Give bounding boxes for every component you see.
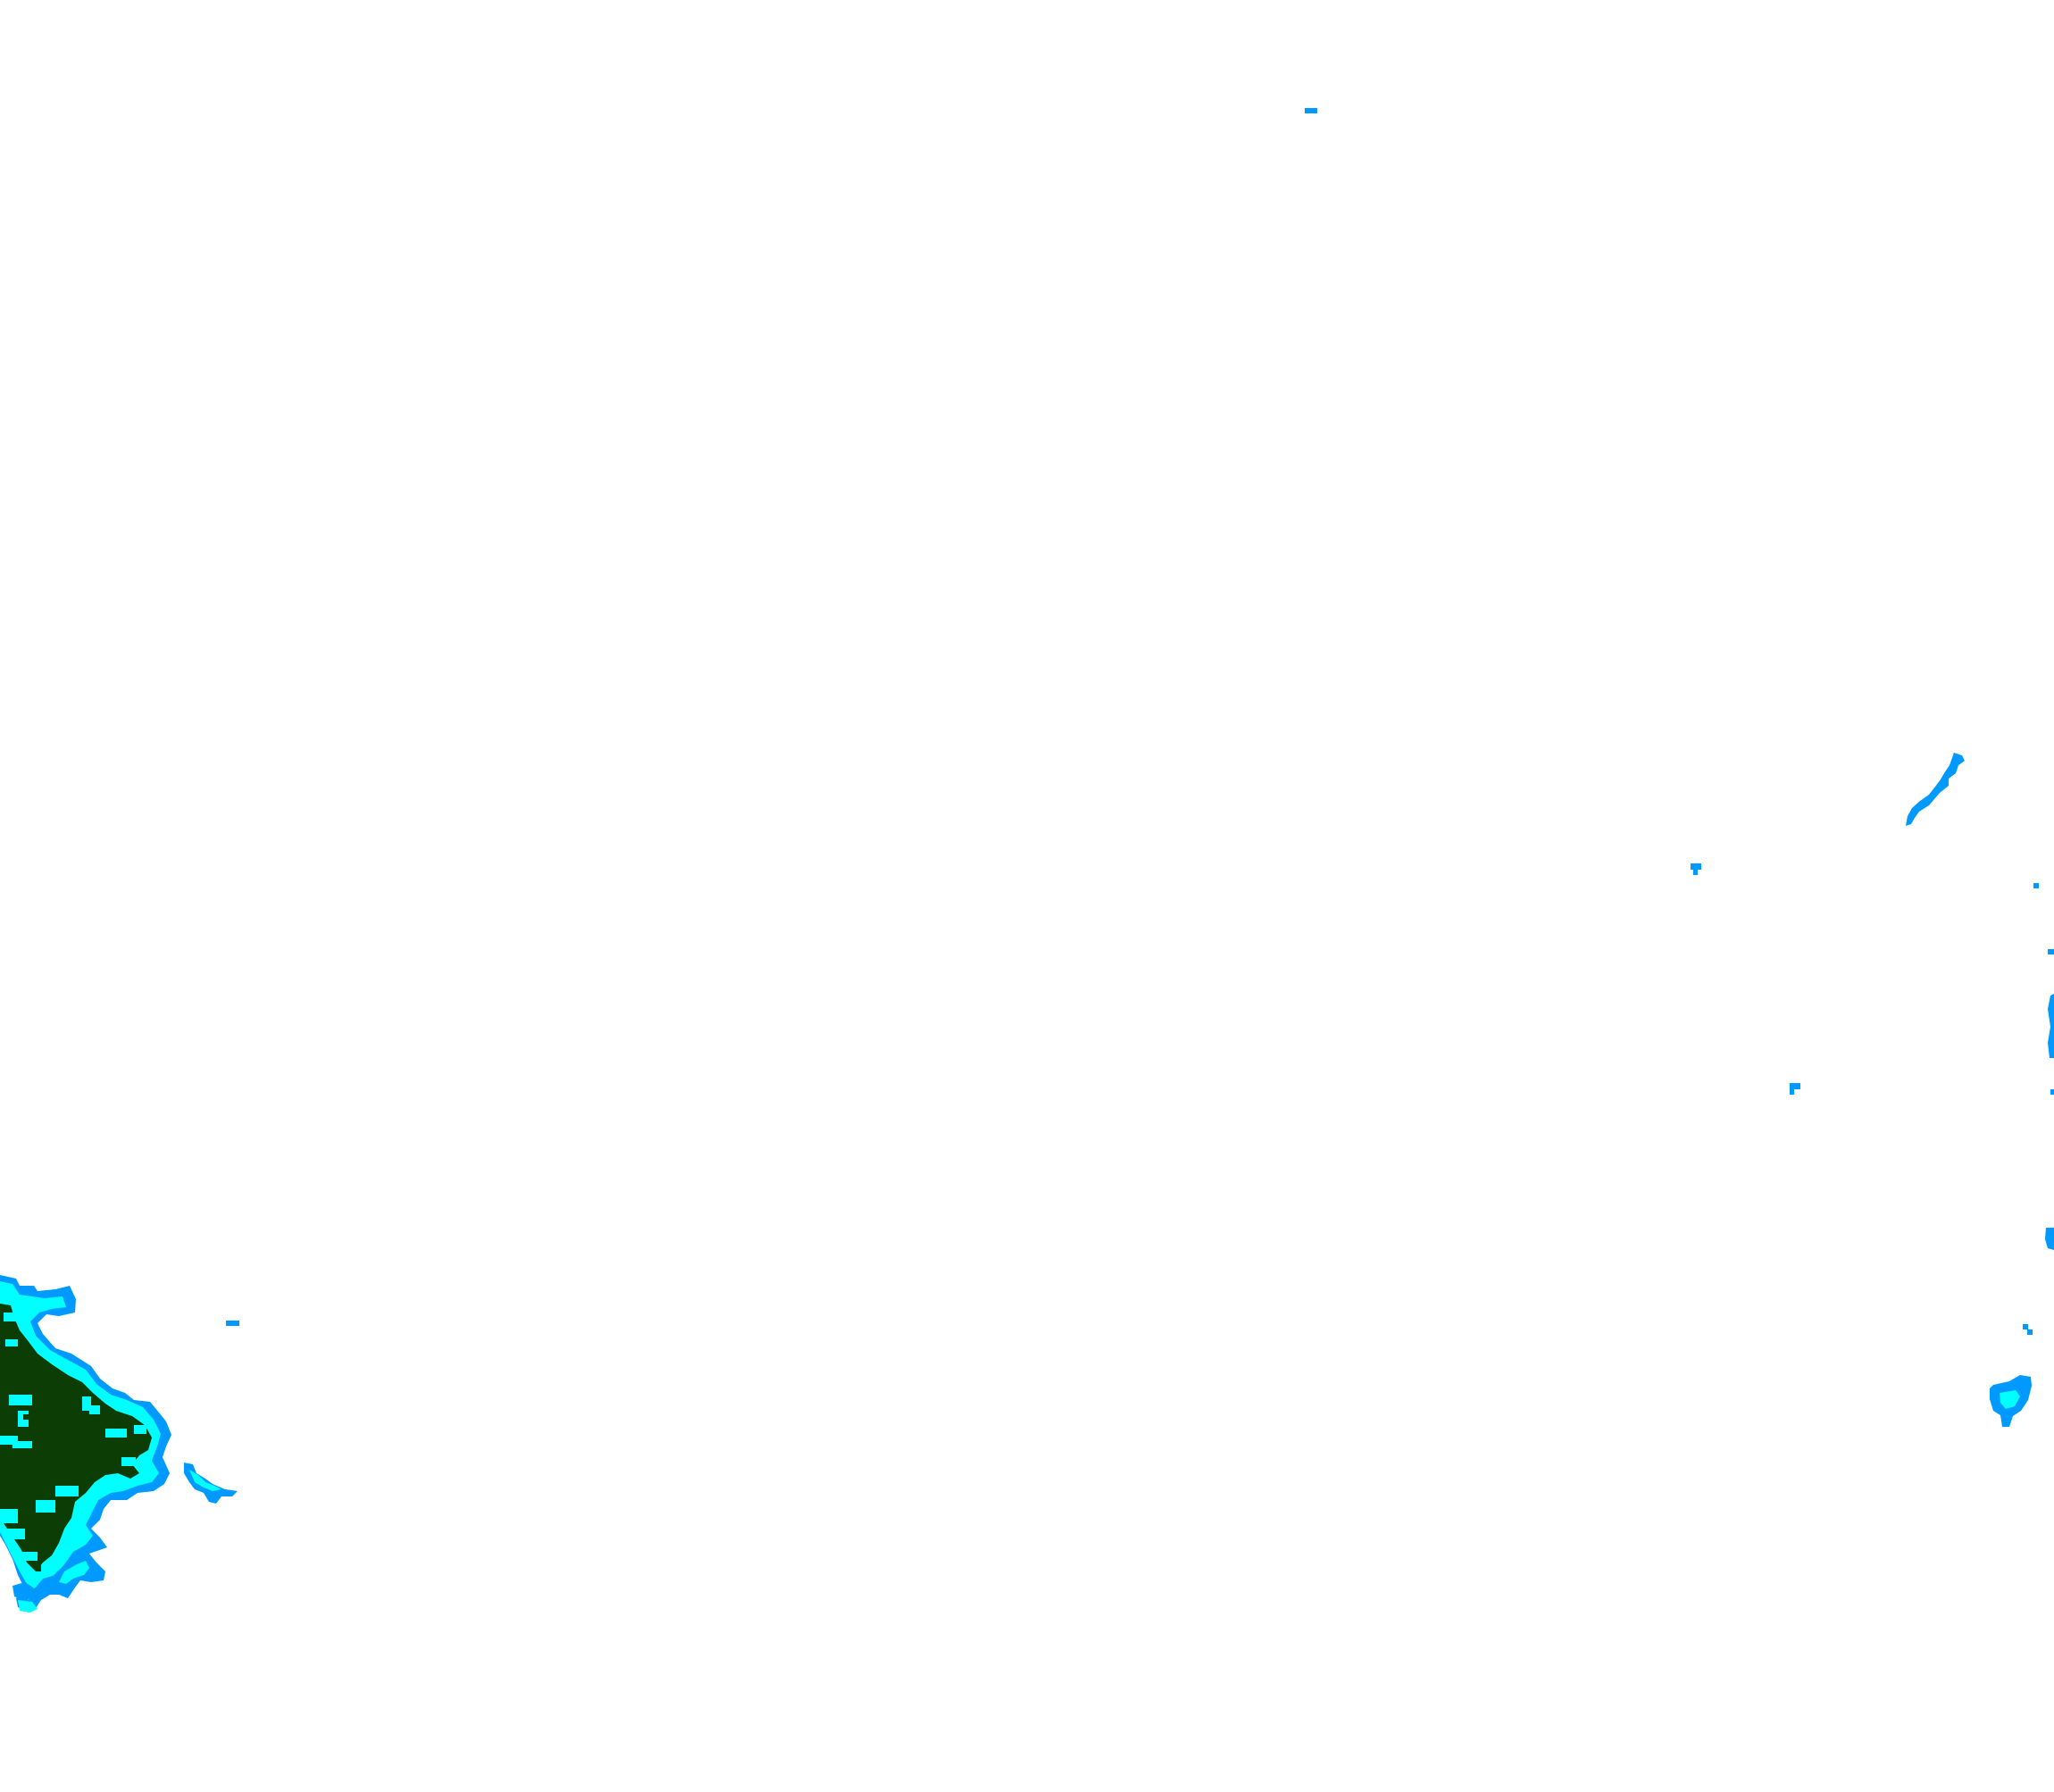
- echo-fragment: [2033, 883, 2039, 888]
- echo-fragment: [1691, 863, 1701, 870]
- echo-cyan-spot: [13, 1441, 32, 1448]
- echo-fragment: [2048, 949, 2054, 954]
- echo-fragment: [59, 1561, 89, 1584]
- echo-fragment: [226, 1321, 239, 1326]
- echo-cyan-spot: [82, 1396, 91, 1411]
- echo-cyan-spot: [4, 1313, 18, 1321]
- echo-cyan-spot: [121, 1457, 136, 1466]
- echo-fragment: [18, 1600, 38, 1613]
- echo-cluster-bottom-left: [0, 1275, 238, 1613]
- echo-fragment: [184, 1463, 238, 1504]
- echo-cyan-spot: [5, 1339, 18, 1346]
- echo-cyan-spot: [9, 1395, 32, 1405]
- echo-fragment: [1693, 870, 1698, 875]
- echo-fragment: [2045, 1228, 2054, 1250]
- echo-fragment: [2048, 994, 2054, 1058]
- echo-fragment: [2023, 1324, 2028, 1329]
- echo-small-top: [1305, 108, 1317, 113]
- echo-dark-spot: [23, 1414, 29, 1420]
- echo-cyan-spot: [105, 1429, 127, 1438]
- echo-fragment: [2050, 1089, 2054, 1095]
- echo-fragment: [189, 1470, 221, 1491]
- echo-cyan-spot: [5, 1529, 25, 1539]
- echo-cyan-spot: [134, 1425, 146, 1434]
- echo-fragment: [13, 1582, 36, 1600]
- echo-cyan-spot: [0, 1436, 18, 1445]
- echo-cyan-spot: [0, 1509, 18, 1523]
- echo-fragment: [1790, 1083, 1800, 1089]
- echo-dark-spot: [48, 1530, 54, 1538]
- echo-cyan-spot: [36, 1500, 55, 1513]
- echo-band-right: [1691, 753, 2054, 1427]
- echo-small-left: [226, 1321, 239, 1326]
- echo-fragment: [1305, 108, 1317, 113]
- echo-dark-spot: [36, 1564, 41, 1571]
- echo-cyan-spot: [89, 1405, 100, 1414]
- echo-fragment: [2000, 1390, 2020, 1409]
- echo-cyan-spot: [55, 1486, 79, 1496]
- echo-fragment: [1790, 1089, 1794, 1095]
- echo-fragment: [2027, 1329, 2033, 1335]
- echo-cyan-spot: [21, 1552, 38, 1561]
- echo-fragment: [1906, 753, 1965, 826]
